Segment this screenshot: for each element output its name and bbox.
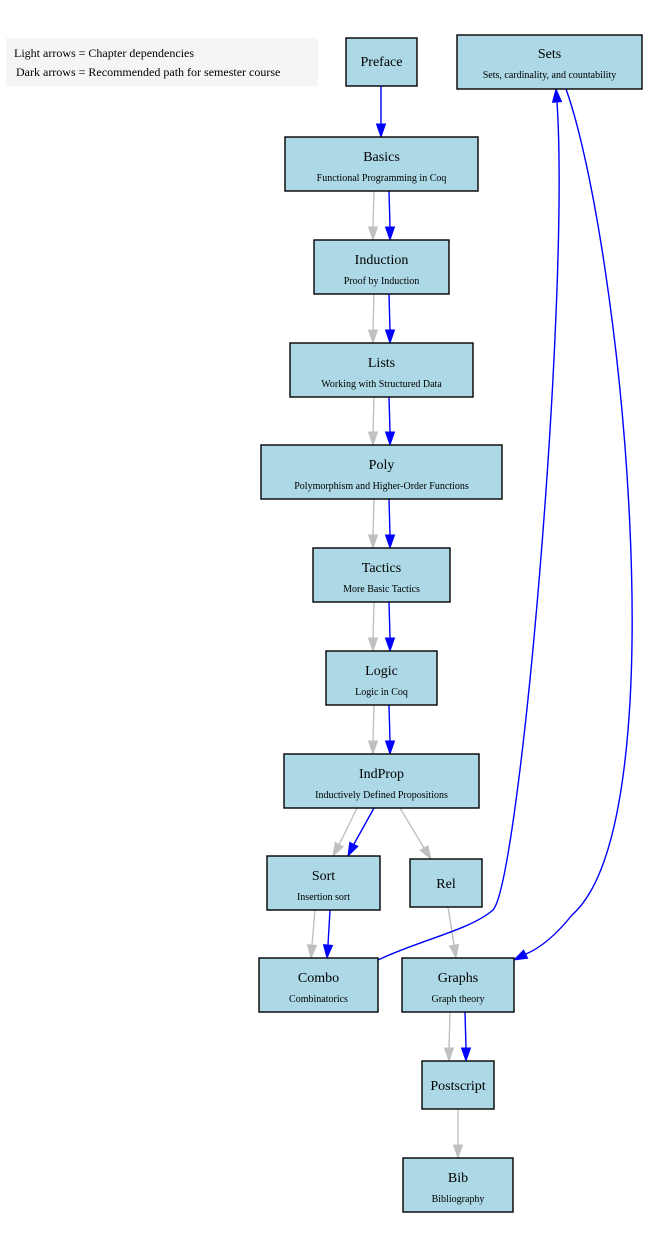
node-rel[interactable]: Rel xyxy=(409,858,483,908)
node-sets-subtitle: Sets, cardinality, and countability xyxy=(483,70,617,81)
edge-combo-to-sets-dark xyxy=(377,87,563,961)
node-indprop-title: IndProp xyxy=(359,767,404,782)
edge-graphs-to-postscript-light xyxy=(443,1011,455,1063)
edge-poly-to-tactics-dark xyxy=(384,498,396,550)
node-lists-subtitle: Working with Structured Data xyxy=(321,379,442,390)
edges xyxy=(306,86,633,1160)
edge-sets-to-graphs-dark xyxy=(512,88,633,961)
node-basics[interactable]: Basics Functional Programming in Coq xyxy=(284,136,479,192)
edge-poly-to-tactics-light xyxy=(367,498,379,550)
node-sort[interactable]: Sort Insertion sort xyxy=(266,855,381,911)
node-combo[interactable]: Combo Combinatorics xyxy=(258,957,379,1013)
node-sets[interactable]: Sets Sets, cardinality, and countability xyxy=(456,34,643,90)
node-postscript[interactable]: Postscript xyxy=(421,1060,495,1110)
node-preface[interactable]: Preface xyxy=(345,37,418,87)
node-logic-subtitle: Logic in Coq xyxy=(355,687,408,698)
edge-tactics-to-logic-light xyxy=(367,601,379,653)
node-lists-title: Lists xyxy=(368,356,395,371)
node-tactics[interactable]: Tactics More Basic Tactics xyxy=(312,547,451,603)
legend-line-light: Light arrows = Chapter dependencies xyxy=(14,46,194,60)
edge-graphs-to-postscript-dark xyxy=(460,1011,472,1063)
node-poly[interactable]: Poly Polymorphism and Higher-Order Funct… xyxy=(260,444,503,500)
node-basics-title: Basics xyxy=(363,150,400,165)
edge-basics-to-induction-dark xyxy=(384,190,396,242)
edge-preface-to-basics-dark xyxy=(375,86,387,139)
node-poly-title: Poly xyxy=(369,458,395,473)
node-graphs-subtitle: Graph theory xyxy=(431,994,484,1005)
node-sort-subtitle: Insertion sort xyxy=(297,892,350,903)
node-tactics-title: Tactics xyxy=(362,561,401,576)
node-bib[interactable]: Bib Bibliography xyxy=(402,1157,514,1213)
node-logic[interactable]: Logic Logic in Coq xyxy=(325,650,438,706)
node-postscript-title: Postscript xyxy=(430,1079,485,1094)
edge-lists-to-poly-light xyxy=(367,396,379,447)
node-sets-title: Sets xyxy=(538,47,561,62)
node-sort-title: Sort xyxy=(312,869,335,884)
edge-logic-to-indprop-dark xyxy=(384,704,396,756)
node-rel-title: Rel xyxy=(436,877,456,892)
node-basics-subtitle: Functional Programming in Coq xyxy=(317,173,447,184)
node-combo-title: Combo xyxy=(298,971,339,986)
node-induction[interactable]: Induction Proof by Induction xyxy=(313,239,450,295)
node-poly-subtitle: Polymorphism and Higher-Order Functions xyxy=(294,481,469,492)
edge-indprop-to-sort-light xyxy=(332,807,358,858)
edge-induction-to-lists-light xyxy=(367,293,379,345)
legend-box xyxy=(6,38,318,86)
node-tactics-subtitle: More Basic Tactics xyxy=(343,584,420,595)
node-induction-subtitle: Proof by Induction xyxy=(344,276,420,287)
edge-indprop-to-rel-light xyxy=(399,807,432,861)
edge-induction-to-lists-dark xyxy=(384,293,396,345)
node-graphs-title: Graphs xyxy=(438,971,478,986)
node-indprop-subtitle: Inductively Defined Propositions xyxy=(315,790,448,801)
edge-logic-to-indprop-light xyxy=(367,704,379,756)
edge-postscript-to-bib-light xyxy=(452,1109,464,1160)
edge-indprop-to-sort-dark xyxy=(347,807,375,858)
edge-sort-to-combo-dark xyxy=(322,909,334,960)
edge-lists-to-poly-dark xyxy=(384,396,396,447)
node-lists[interactable]: Lists Working with Structured Data xyxy=(289,342,474,398)
node-logic-title: Logic xyxy=(365,664,398,679)
edge-basics-to-induction-light xyxy=(367,190,379,242)
node-bib-title: Bib xyxy=(448,1171,468,1186)
edge-sort-to-combo-light xyxy=(306,909,318,960)
node-preface-title: Preface xyxy=(361,55,403,70)
legend-line-dark: Dark arrows = Recommended path for semes… xyxy=(16,65,280,79)
node-bib-subtitle: Bibliography xyxy=(432,1194,485,1205)
node-combo-subtitle: Combinatorics xyxy=(289,994,348,1005)
node-induction-title: Induction xyxy=(355,253,409,268)
node-indprop[interactable]: IndProp Inductively Defined Propositions xyxy=(283,753,480,809)
node-graphs[interactable]: Graphs Graph theory xyxy=(401,957,515,1013)
edge-tactics-to-logic-dark xyxy=(384,601,396,653)
legend: Light arrows = Chapter dependencies Dark… xyxy=(6,38,318,86)
edge-rel-to-graphs-light xyxy=(447,906,460,960)
